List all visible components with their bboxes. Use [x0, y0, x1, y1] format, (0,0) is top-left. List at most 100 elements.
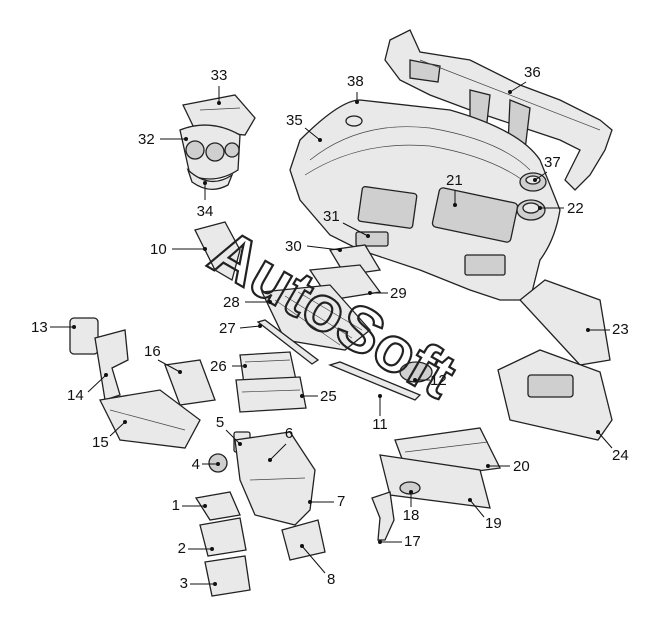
callout-dot-35 [318, 138, 322, 142]
part-18-latch [399, 481, 421, 495]
callout-label-7: 7 [337, 493, 345, 510]
callout-11: 11 [372, 394, 388, 433]
part-25-unit [235, 376, 307, 413]
callout-dot-32 [184, 137, 188, 141]
callout-dot-29 [368, 291, 372, 295]
callout-label-29: 29 [390, 285, 407, 302]
callout-leader-30 [306, 245, 341, 251]
part-35-dashboard [289, 99, 561, 301]
callout-leader-14 [87, 374, 107, 393]
callout-label-12: 12 [430, 372, 447, 389]
callout-dot-5 [238, 442, 242, 446]
callout-dot-25 [300, 394, 304, 398]
callout-leader-31 [342, 222, 369, 237]
callout-24: 24 [596, 430, 629, 464]
callout-label-32: 32 [138, 131, 155, 148]
callout-label-23: 23 [612, 321, 629, 338]
part-16-trim [164, 359, 216, 406]
callout-31: 31 [323, 208, 370, 238]
callout-8: 8 [300, 544, 335, 588]
callout-3: 3 [180, 575, 217, 592]
callout-leader-24 [597, 431, 613, 449]
callout-dot-11 [378, 394, 382, 398]
part-15-knee-panel [99, 389, 201, 449]
callout-label-19: 19 [485, 515, 502, 532]
callout-label-8: 8 [327, 571, 335, 588]
callout-label-20: 20 [513, 458, 530, 475]
callout-label-4: 4 [192, 456, 200, 473]
callout-dot-22 [538, 206, 542, 210]
callout-label-22: 22 [567, 200, 584, 217]
callout-dot-8 [300, 544, 304, 548]
callout-19: 19 [468, 498, 502, 532]
callout-label-26: 26 [210, 358, 227, 375]
part-19-glovebox [379, 454, 491, 509]
callout-label-25: 25 [320, 388, 337, 405]
callout-38: 38 [347, 73, 364, 104]
callout-dot-15 [123, 420, 127, 424]
callout-label-1: 1 [172, 497, 180, 514]
callout-dot-36 [508, 90, 512, 94]
callout-label-5: 5 [216, 414, 224, 431]
callout-label-17: 17 [404, 533, 421, 550]
part-8-bracket [281, 519, 326, 561]
callout-leader-37 [534, 171, 548, 181]
part-10-side-panel [194, 221, 241, 281]
callout-dot-13 [72, 325, 76, 329]
callout-leader-35 [304, 127, 321, 141]
callout-13: 13 [31, 319, 76, 336]
callout-32: 32 [138, 131, 188, 148]
callout-leader-15 [109, 421, 126, 437]
callout-16: 16 [144, 343, 182, 374]
part-34-cluster-housing [186, 167, 234, 190]
callout-7: 7 [308, 493, 345, 510]
callout-2: 2 [178, 540, 214, 557]
callout-label-15: 15 [92, 434, 109, 451]
callout-leader-6 [269, 443, 287, 461]
part-3-cover [204, 555, 251, 597]
callout-dot-3 [213, 582, 217, 586]
callout-15: 15 [92, 420, 127, 451]
callout-30: 30 [285, 238, 342, 255]
callout-37: 37 [533, 154, 561, 182]
callout-14: 14 [67, 373, 108, 404]
callout-5: 5 [216, 414, 242, 446]
callout-label-35: 35 [286, 112, 303, 129]
callout-label-13: 13 [31, 319, 48, 336]
callout-27: 27 [219, 320, 262, 337]
callout-label-11: 11 [372, 416, 388, 433]
part-14-side-trim [94, 329, 129, 401]
callout-dot-26 [243, 364, 247, 368]
part-12-vent [399, 361, 433, 383]
callout-dot-10 [203, 247, 207, 251]
callout-label-36: 36 [524, 64, 541, 81]
callout-35: 35 [286, 112, 322, 142]
callout-label-27: 27 [219, 320, 236, 337]
callout-leader-36 [509, 81, 527, 93]
callout-dot-27 [258, 324, 262, 328]
callout-12: 12 [413, 372, 447, 389]
callout-dot-19 [468, 498, 472, 502]
callout-dot-18 [409, 490, 413, 494]
callout-28: 28 [223, 294, 272, 311]
part-2-cover [199, 517, 247, 557]
callout-label-37: 37 [544, 154, 561, 171]
callout-33: 33 [211, 67, 228, 105]
callout-label-33: 33 [211, 67, 228, 84]
callout-label-18: 18 [403, 507, 420, 524]
callout-label-3: 3 [180, 575, 188, 592]
callout-label-30: 30 [285, 238, 302, 255]
callout-leader-16 [157, 359, 181, 373]
part-13-cover [69, 317, 99, 355]
callout-26: 26 [210, 358, 247, 375]
callout-dot-33 [217, 101, 221, 105]
callout-dot-24 [596, 430, 600, 434]
callout-dot-28 [268, 300, 272, 304]
callout-dot-14 [104, 373, 108, 377]
callout-dot-31 [366, 234, 370, 238]
part-27-strip [256, 319, 320, 365]
part-31-switch [355, 231, 389, 247]
callout-label-16: 16 [144, 343, 161, 360]
